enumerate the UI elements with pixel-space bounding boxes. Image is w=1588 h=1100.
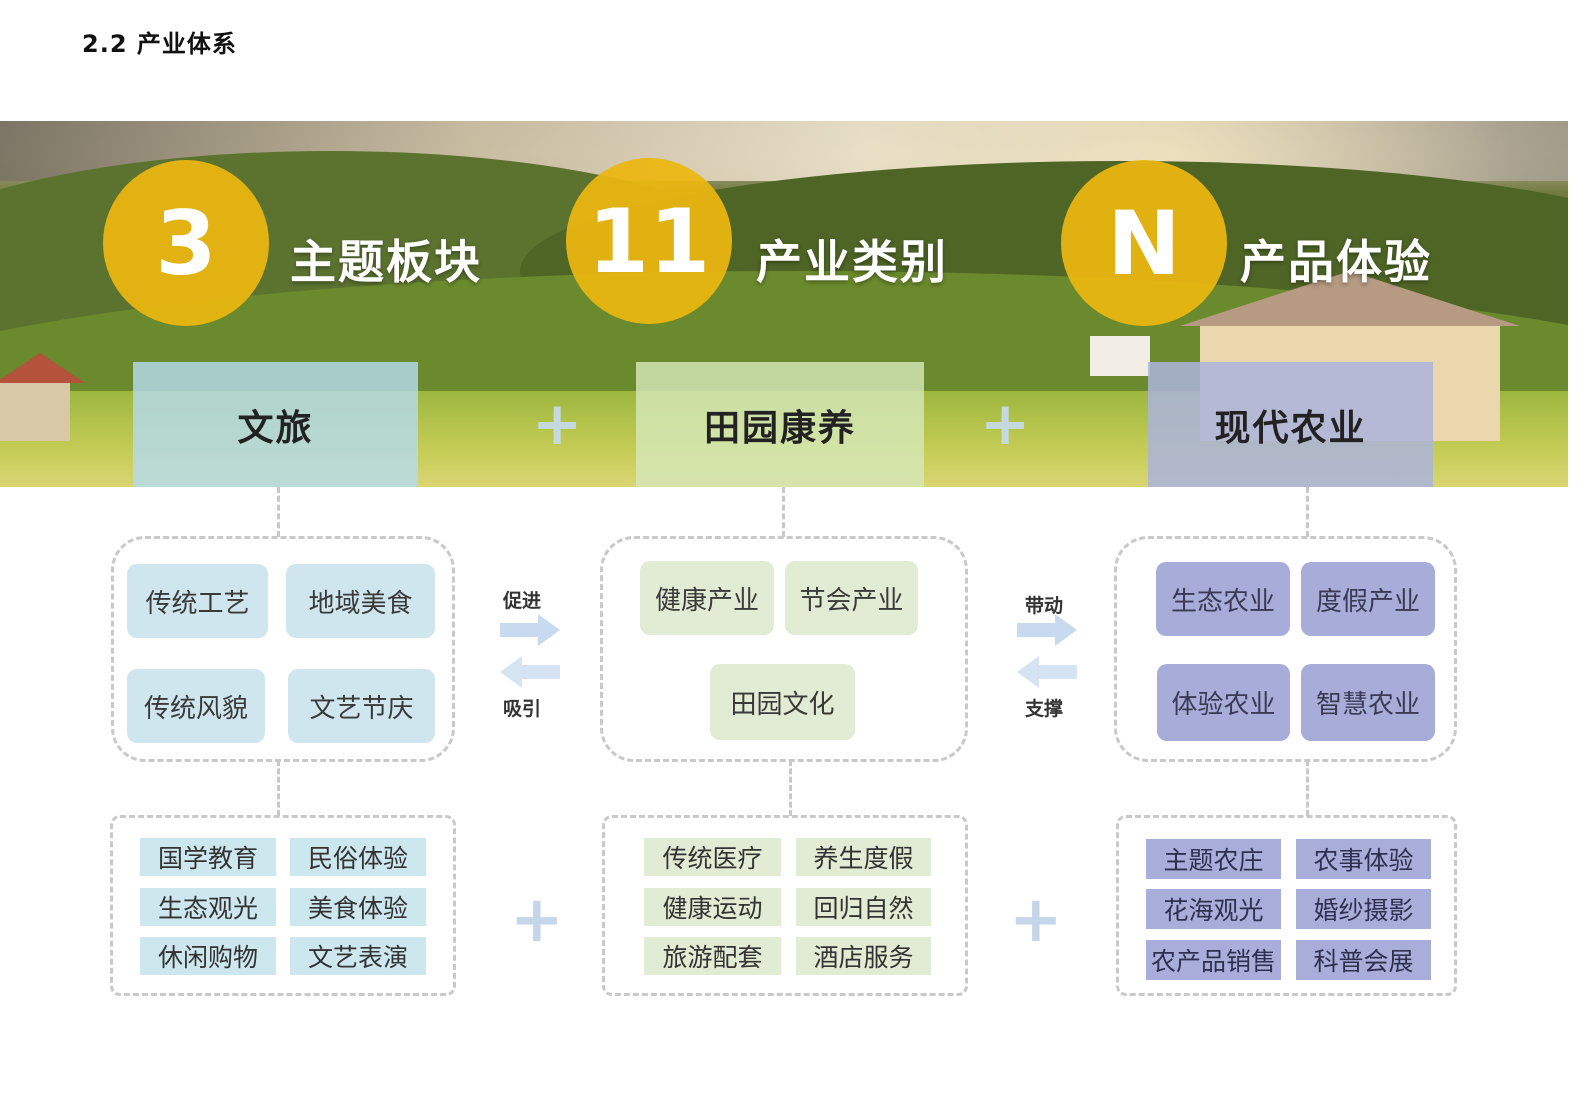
product-tag: 酒店服务 (796, 937, 931, 975)
industry-chip: 节会产业 (785, 561, 918, 635)
plus-icon: + (510, 883, 564, 957)
connector-line (277, 760, 280, 816)
industry-chip: 健康产业 (640, 561, 774, 635)
industry-panel-wellness (600, 536, 968, 762)
theme-culture-tourism: 文旅 (133, 362, 418, 487)
house-left (0, 381, 70, 441)
connector-line (782, 487, 785, 537)
page-title: 2.2 产业体系 (82, 30, 237, 58)
arrow-right-icon (500, 614, 560, 646)
theme-rural-wellness: 田园康养 (636, 362, 924, 487)
product-tag: 花海观光 (1146, 889, 1281, 929)
product-tag: 旅游配套 (644, 937, 781, 975)
industry-chip: 地域美食 (286, 564, 435, 638)
industry-chip: 体验农业 (1157, 664, 1290, 741)
industry-chip: 传统工艺 (127, 564, 268, 638)
stat-label-1: 主题板块 (290, 235, 482, 289)
product-panel-culture (110, 815, 456, 996)
plus-icon: + (1009, 883, 1063, 957)
product-tag: 农事体验 (1296, 839, 1431, 879)
stat-label-2: 产业类别 (756, 235, 948, 289)
product-tag: 传统医疗 (644, 838, 781, 876)
relation-label-support: 支撑 (1025, 698, 1064, 720)
product-panel-agriculture (1116, 815, 1457, 996)
product-panel-wellness (602, 815, 968, 996)
industry-chip: 传统风貌 (127, 669, 265, 743)
product-tag: 农产品销售 (1146, 940, 1281, 980)
stat-label-3: 产品体验 (1240, 235, 1432, 289)
connector-line (1306, 487, 1309, 537)
plus-icon: + (532, 389, 583, 459)
industry-panel-agriculture (1114, 536, 1457, 762)
relation-label-attract: 吸引 (503, 698, 542, 720)
stat-circle-3: N (1061, 160, 1227, 326)
product-tag: 回归自然 (796, 888, 931, 926)
product-tag: 生态观光 (140, 888, 276, 926)
product-tag: 国学教育 (140, 838, 276, 876)
stat-circle-2: 11 (566, 158, 732, 324)
product-tag: 美食体验 (290, 888, 426, 926)
industry-chip: 度假产业 (1301, 562, 1435, 636)
product-tag: 婚纱摄影 (1296, 889, 1431, 929)
product-tag: 休闲购物 (140, 937, 276, 975)
plus-icon: + (980, 389, 1031, 459)
product-tag: 民俗体验 (290, 838, 426, 876)
stat-circle-1: 3 (103, 160, 269, 326)
arrow-left-icon (1017, 656, 1077, 688)
connector-line (1306, 760, 1309, 816)
industry-chip: 田园文化 (710, 664, 855, 740)
arrow-right-icon (1017, 614, 1077, 646)
relation-label-drive: 带动 (1025, 595, 1064, 617)
industry-chip: 智慧农业 (1301, 664, 1435, 741)
product-tag: 科普会展 (1296, 940, 1431, 980)
industry-chip: 生态农业 (1156, 562, 1290, 636)
product-tag: 主题农庄 (1146, 839, 1281, 879)
connector-line (789, 760, 792, 816)
industry-panel-culture (111, 536, 455, 762)
theme-modern-agriculture: 现代农业 (1148, 362, 1433, 487)
connector-line (277, 487, 280, 537)
product-tag: 文艺表演 (290, 937, 426, 975)
relation-label-promote: 促进 (503, 590, 542, 612)
industry-chip: 文艺节庆 (288, 669, 435, 743)
arrow-left-icon (500, 656, 560, 688)
product-tag: 养生度假 (796, 838, 931, 876)
product-tag: 健康运动 (644, 888, 781, 926)
